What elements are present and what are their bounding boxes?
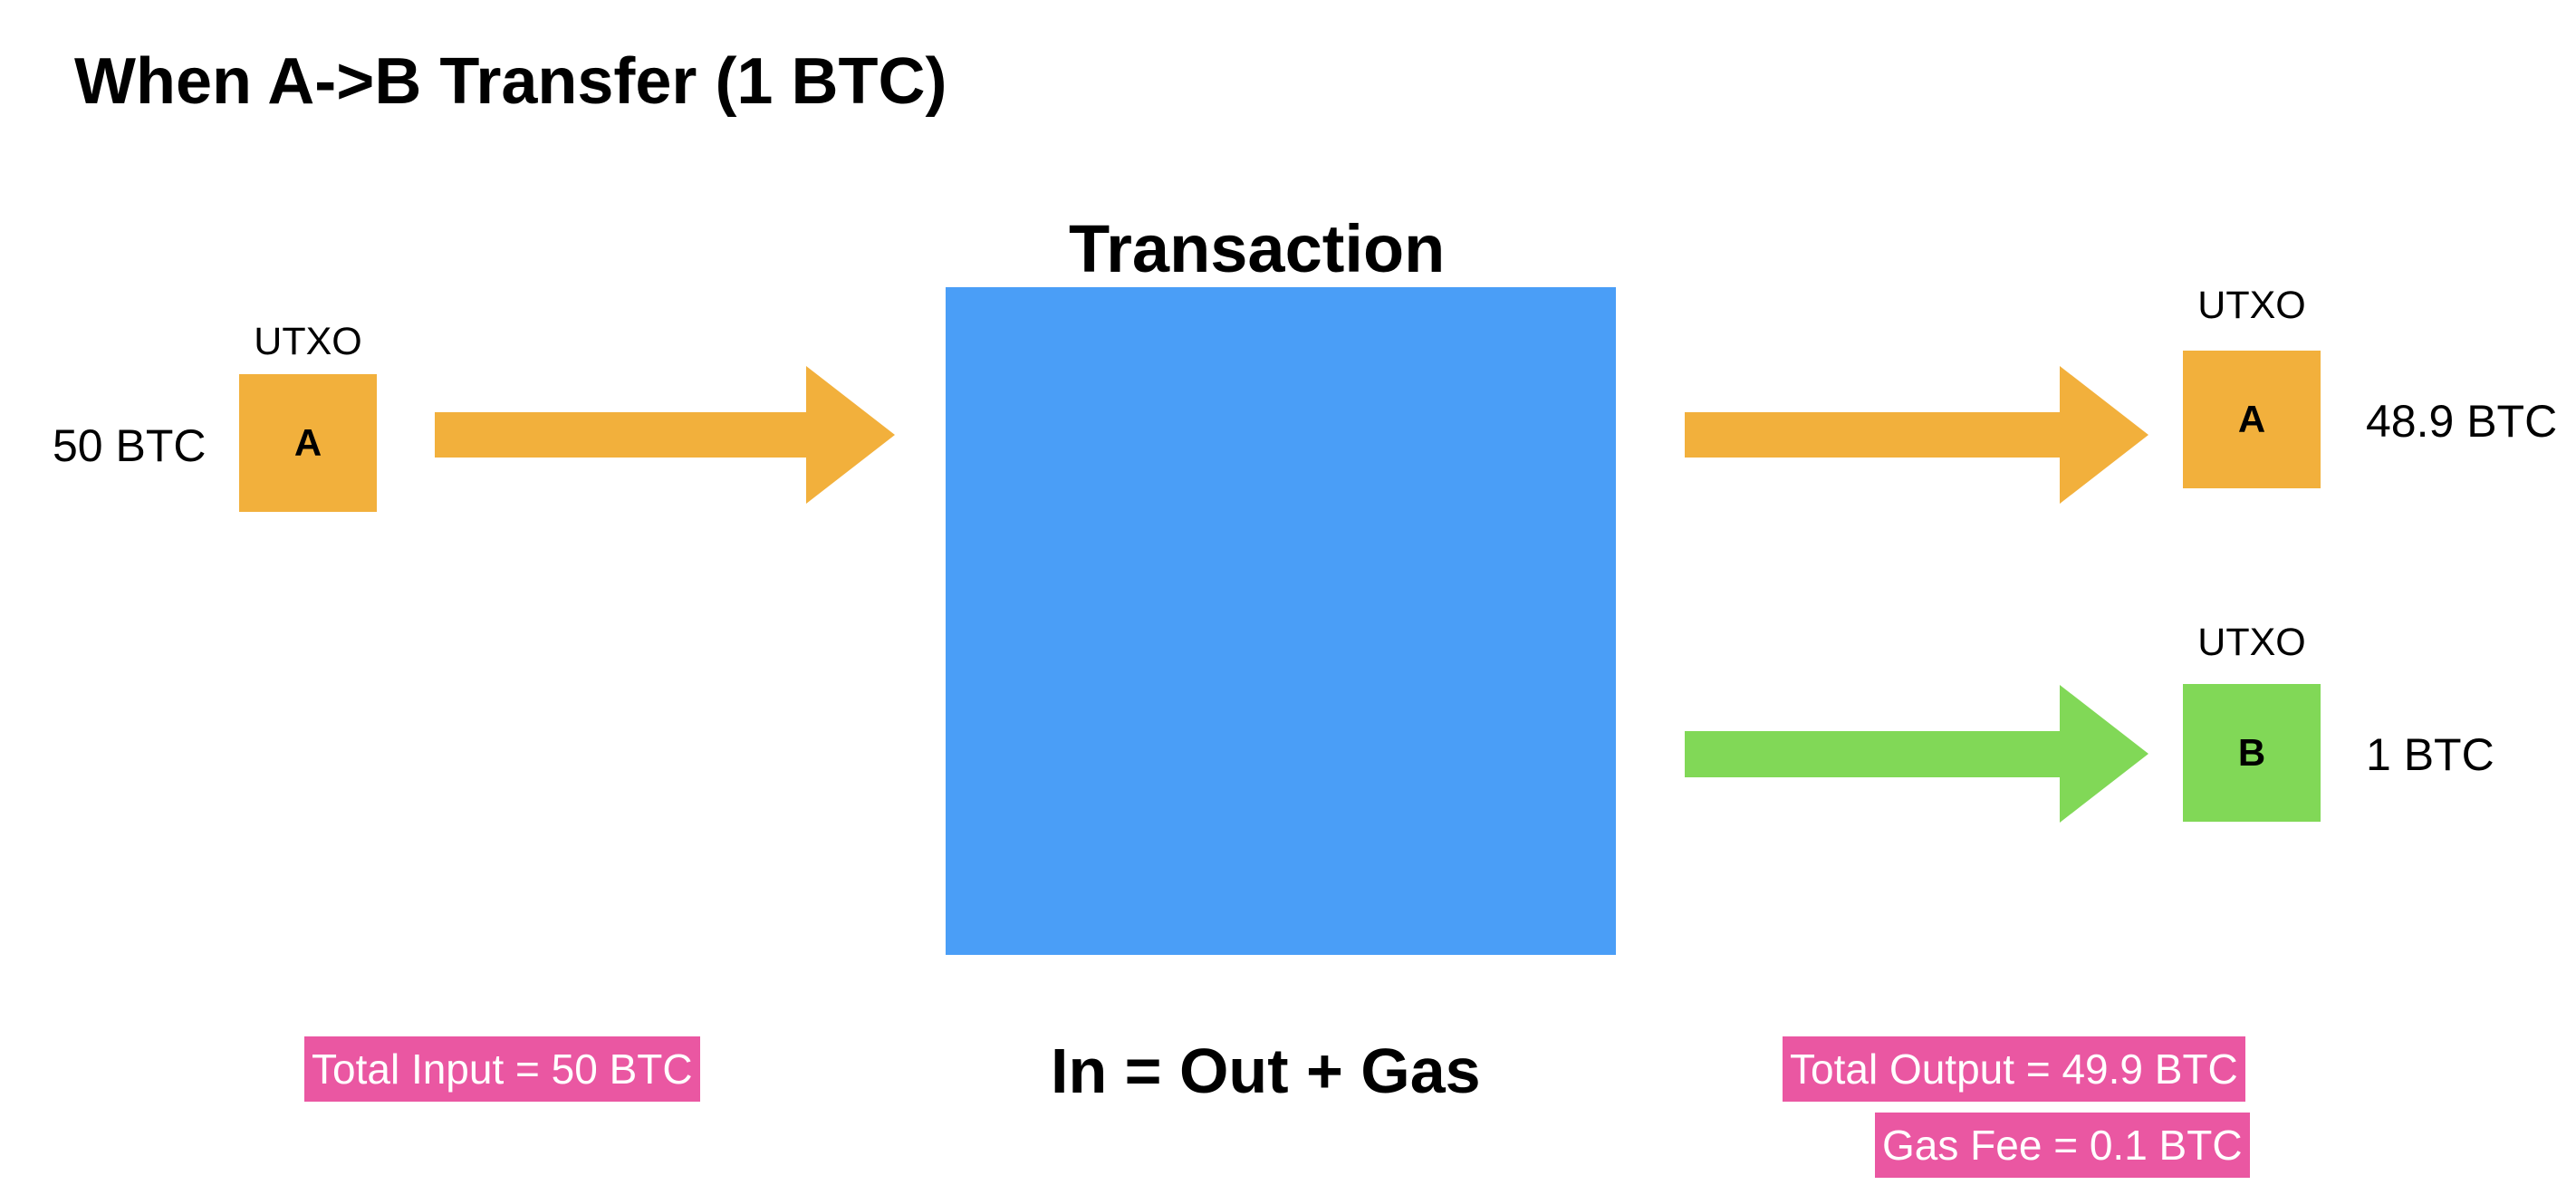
output-a-utxo-label: UTXO [2197, 284, 2306, 327]
input-utxo-box: A [239, 374, 377, 512]
balance-equation: In = Out + Gas [1051, 1036, 1481, 1106]
transaction-title: Transaction [1069, 211, 1446, 286]
output-a-amount: 48.9 BTC [2366, 396, 2558, 447]
output-b-amount: 1 BTC [2366, 729, 2494, 780]
input-amount: 50 BTC [53, 420, 207, 471]
output-b-utxo-box: B [2183, 684, 2321, 822]
total-input-badge: Total Input = 50 BTC [304, 1036, 700, 1102]
output-arrow-b [1685, 685, 2148, 823]
input-arrow [435, 366, 895, 504]
transaction-box [946, 287, 1616, 955]
output-a-utxo-box: A [2183, 351, 2321, 488]
output-b-utxo-label: UTXO [2197, 621, 2306, 664]
diagram-title: When A->B Transfer (1 BTC) [74, 45, 947, 118]
input-utxo-label: UTXO [254, 320, 362, 363]
output-arrow-a [1685, 366, 2148, 504]
gas-fee-badge: Gas Fee = 0.1 BTC [1875, 1113, 2250, 1178]
total-output-badge: Total Output = 49.9 BTC [1783, 1036, 2245, 1102]
